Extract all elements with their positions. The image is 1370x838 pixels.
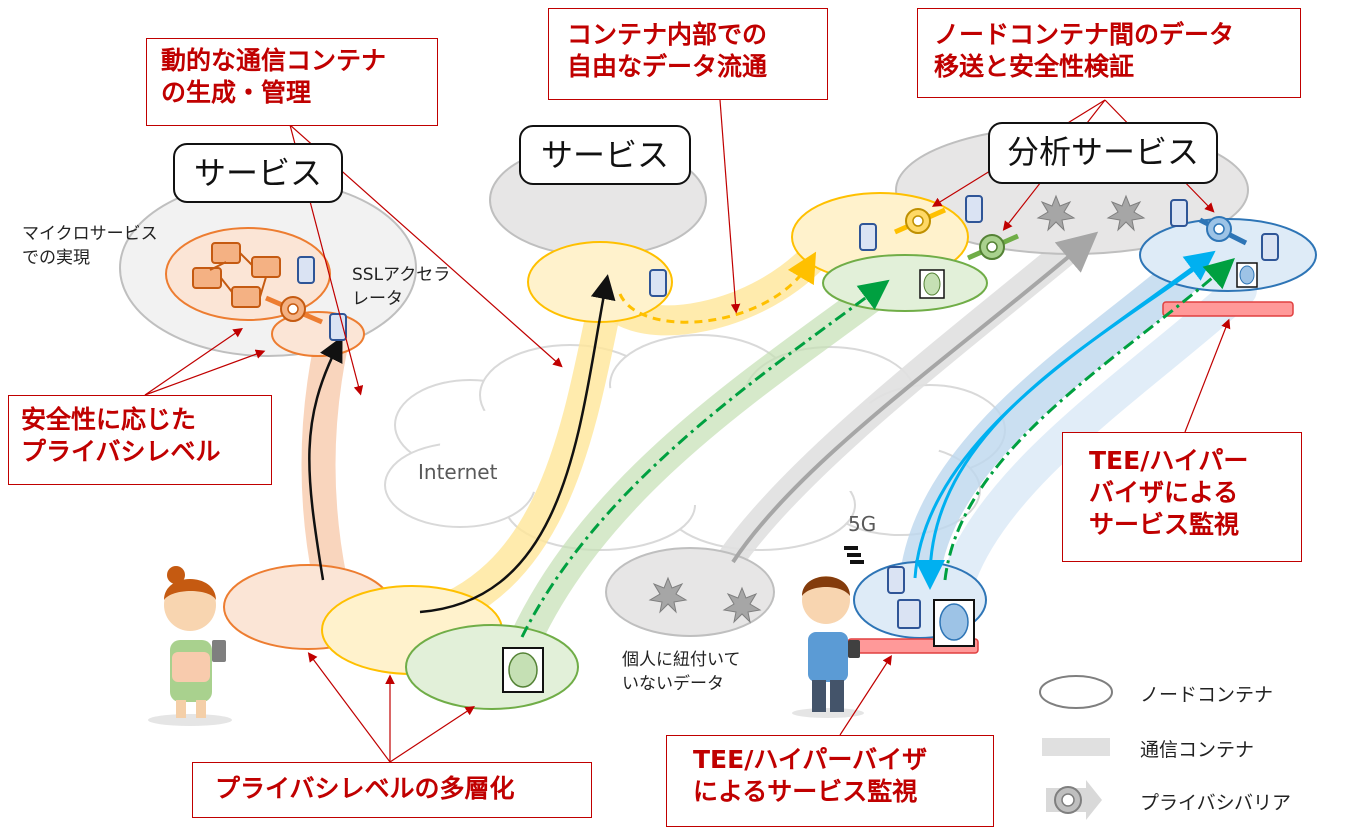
callout-text: によるサービス監視: [693, 777, 918, 806]
callout-text: 移送と安全性検証: [934, 52, 1135, 81]
callout-text: 安全性に応じた: [21, 405, 197, 434]
scroll-icon: [887, 566, 905, 594]
face-icon: [502, 647, 544, 693]
microservice-label: マイクロサービス での実現: [22, 224, 158, 268]
yellow-internal-arrow: [618, 251, 817, 324]
right-green-container: [822, 254, 988, 312]
middle-service-title: サービス: [519, 125, 691, 185]
face-icons: [502, 262, 1258, 693]
callout-text: 動的な通信コンテナ: [161, 46, 387, 75]
callout-privacy-level: 安全性に応じた プライバシレベル: [8, 395, 272, 485]
callout-text: 自由なデータ流通: [567, 52, 768, 81]
face-icon: [919, 269, 945, 299]
yellow-flow-arrow: [419, 274, 616, 614]
doc-icon: [897, 599, 921, 629]
callout-text: バイザによる: [1089, 478, 1239, 507]
unlinked-data-node: [605, 547, 775, 637]
callout-text: ノードコンテナ間のデータ: [934, 20, 1235, 49]
callout-text: の生成・管理: [161, 78, 312, 107]
scroll-icon: [649, 269, 667, 297]
scroll-icon: [329, 313, 347, 341]
callout-internal-flow: コンテナ内部での 自由なデータ流通: [548, 8, 828, 100]
splat-icon: [648, 576, 688, 614]
callout-tee-bottom: TEE/ハイパーバイザ によるサービス監視: [666, 735, 994, 827]
callout-text: プライバシレベルの多層化: [215, 774, 515, 803]
legend-node-icon: [1039, 675, 1113, 709]
face-icon: [1236, 262, 1258, 288]
callout-tee-right: TEE/ハイパー バイザによる サービス監視: [1062, 432, 1302, 562]
man-user-icon: [792, 546, 864, 718]
callout-text: プライバシレベル: [21, 437, 221, 466]
legend-barrier-icon: [1046, 780, 1102, 820]
green-flow-arrow-2: [943, 258, 1235, 581]
right-service-title: 分析サービス: [988, 122, 1218, 184]
five-g-label: 5G: [848, 512, 877, 536]
privacy-barrier-icons: [265, 207, 1248, 325]
callout-multilayer: プライバシレベルの多層化: [192, 762, 592, 818]
scroll-icon: [297, 256, 315, 284]
woman-user-icon: [148, 566, 232, 726]
privacy-barrier-icon: [1198, 216, 1248, 246]
face-icon: [933, 599, 975, 647]
callout-text: TEE/ハイパーバイザ: [693, 745, 928, 774]
scroll-icon: [1170, 199, 1188, 227]
callout-text: TEE/ハイパー: [1089, 446, 1249, 475]
splat-icon: [1036, 194, 1076, 232]
callout-text: サービス監視: [1089, 510, 1240, 539]
legend-node-label: ノードコンテナ: [1140, 684, 1274, 706]
flow-arrows: [308, 231, 1235, 638]
callout-text: コンテナ内部での: [567, 20, 768, 49]
legend-comm-label: 通信コンテナ: [1140, 739, 1255, 761]
privacy-barrier-icon: [966, 233, 1020, 261]
privacy-barrier-icon: [265, 295, 323, 325]
anonymous-data-icons: [648, 194, 1146, 624]
legend-comm-icon: [1042, 738, 1110, 756]
callout-data-transfer: ノードコンテナ間のデータ 移送と安全性検証: [917, 8, 1301, 98]
splat-icon: [1106, 194, 1146, 232]
scroll-icon: [1261, 233, 1279, 261]
callout-dynamic-container: 動的な通信コンテナ の生成・管理: [146, 38, 438, 126]
scroll-icon: [859, 223, 877, 251]
left-service-title: サービス: [173, 143, 343, 203]
legend-barrier-label: プライバシバリア: [1140, 792, 1292, 814]
legend-icons: [1039, 675, 1113, 820]
unlinked-data-label: 個人に紐付いて いないデータ: [622, 650, 741, 694]
internet-label: Internet: [418, 460, 498, 484]
wifi-signal-icon: [844, 546, 864, 564]
client-green-node: [405, 624, 579, 710]
document-icons: [297, 195, 1279, 629]
splat-icon: [722, 586, 762, 624]
cyan-return-arrow: [915, 266, 1197, 590]
privacy-barrier-icon: [893, 207, 947, 235]
tee-bar-right: [1162, 301, 1294, 317]
gray-flow-arrow: [731, 231, 1099, 564]
microservice-links: [209, 252, 267, 298]
scroll-icon: [965, 195, 983, 223]
ssl-accelerator-label: SSLアクセラ レータ: [352, 265, 451, 309]
orange-flow-arrow: [308, 336, 343, 581]
